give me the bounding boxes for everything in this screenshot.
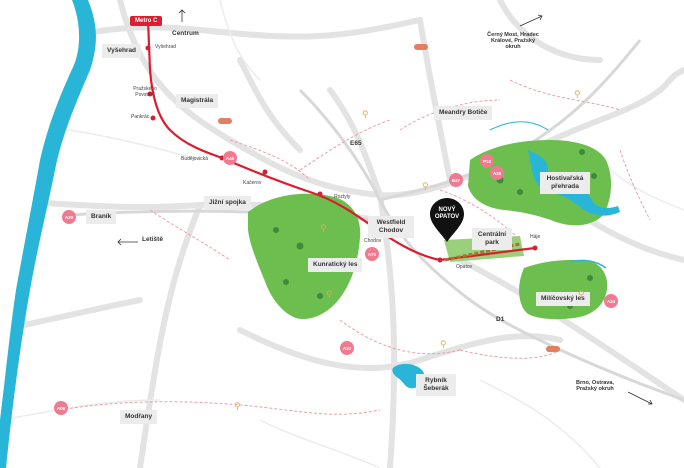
- place-branik: Braník: [86, 210, 117, 224]
- arrow-ne-icon: [519, 14, 543, 27]
- place-milicovsky-les: Milíčovský les: [536, 292, 590, 306]
- arrow-se-icon: [627, 391, 653, 405]
- bus-badge[interactable]: P10: [480, 154, 494, 168]
- place-e65: E65: [350, 140, 362, 147]
- bicycle-icon: ⚲: [326, 289, 333, 299]
- place-rybnik-sebernik: Rybník Šeberák: [416, 374, 456, 396]
- vltava-river: [0, 0, 95, 468]
- station-vysehrad[interactable]: Vyšehrad: [155, 44, 176, 50]
- place-kunraticky-les: Kunratický les: [308, 258, 363, 272]
- bicycle-icon: ⚲: [362, 109, 369, 119]
- place-hostivarska-prehrada: Hostivařská přehrada: [540, 172, 590, 194]
- place-vysehrad: Vyšehrad: [102, 44, 142, 58]
- bicycle-icon: ⚲: [440, 339, 447, 349]
- car-icon: [218, 118, 232, 124]
- place-d1: D1: [496, 316, 505, 323]
- station-budejovicka[interactable]: Budějovická: [181, 156, 208, 162]
- station-roztyly[interactable]: Roztyly: [334, 194, 351, 200]
- direction-north-east: Černý Most, Hradec Králové, Pražský okru…: [487, 32, 539, 50]
- bicycle-icon: ⚲: [320, 223, 327, 233]
- car-icon: [546, 346, 560, 352]
- arrow-left-icon: [117, 238, 138, 246]
- station-prazskeho-povstani[interactable]: Pražského Povstání: [133, 86, 157, 98]
- place-jizni-spojka: Jižní spojka: [204, 196, 251, 210]
- station-kacerov[interactable]: Kačerov: [243, 180, 262, 186]
- location-pin-icon[interactable]: NOVÝ OPATOV: [430, 198, 464, 242]
- metro-c-badge[interactable]: Metro C: [130, 16, 163, 26]
- car-icon: [414, 44, 428, 50]
- location-pin-shape: [430, 198, 464, 242]
- direction-arrows: [117, 9, 653, 405]
- bicycle-icon: ⚲: [422, 181, 429, 191]
- bicycle-icon: ⚲: [574, 89, 581, 99]
- place-centralni-park: Centrální park: [472, 228, 512, 250]
- stream-milicov: [569, 259, 607, 269]
- bus-badge[interactable]: A40: [223, 151, 237, 165]
- bus-badge[interactable]: A24: [604, 294, 618, 308]
- station-opatov[interactable]: Opatov: [456, 264, 473, 270]
- park-kunraticky-les: [248, 193, 361, 320]
- bicycle-icon: ⚲: [234, 401, 241, 411]
- bus-badge[interactable]: B47: [449, 173, 463, 187]
- place-modrany: Modřany: [120, 410, 158, 424]
- place-westfield-chodov: Westfield Chodov: [368, 216, 414, 238]
- cycle-routes: [59, 79, 651, 415]
- direction-letiste: Letiště: [142, 236, 163, 243]
- bus-badge[interactable]: A20: [62, 210, 76, 224]
- direction-south-east: Brno, Ostrava, Pražský okruh: [576, 380, 614, 392]
- place-meandry-botice: Meandry Botiče: [434, 106, 493, 120]
- park-milicovsky-les: [519, 260, 608, 320]
- place-magistrala: Magistrála: [176, 94, 219, 108]
- direction-centrum: Centrum: [172, 30, 199, 37]
- project-logo: NOVÝ OPATOV: [434, 207, 460, 220]
- bicycle-icon: ⚲: [578, 289, 585, 299]
- station-pankrac[interactable]: Pankrác: [131, 114, 150, 120]
- station-haje[interactable]: Háje: [530, 234, 541, 240]
- station-chodov[interactable]: Chodov: [364, 238, 382, 244]
- arrow-up-icon: [178, 9, 186, 22]
- vltava-river-water: [0, 0, 96, 468]
- bus-badge[interactable]: A28: [490, 166, 504, 180]
- stream-botic: [489, 121, 549, 131]
- metro-stations: [145, 45, 538, 263]
- bus-badge[interactable]: A32: [340, 341, 354, 355]
- bus-badge[interactable]: A70: [365, 247, 379, 261]
- bus-badge[interactable]: A06: [54, 401, 68, 415]
